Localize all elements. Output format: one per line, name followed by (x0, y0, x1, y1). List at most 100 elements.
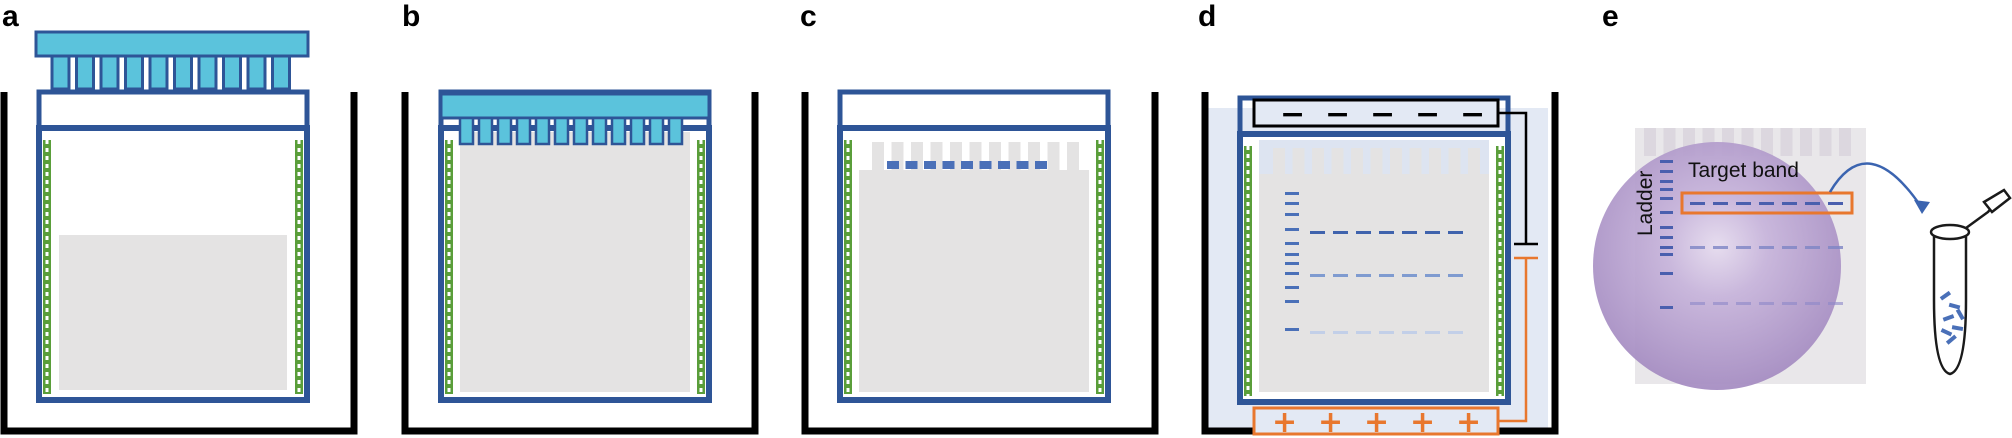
comb-tooth (667, 116, 684, 146)
comb-inserted (439, 92, 711, 146)
comb-tooth (173, 54, 193, 91)
wells (872, 142, 1079, 170)
gel (859, 170, 1089, 392)
excised-gel-piece (1939, 290, 1952, 301)
sample-band (1690, 246, 1705, 249)
comb-tooth (99, 54, 120, 91)
comb (34, 30, 310, 91)
well (1468, 148, 1480, 174)
svg-text:+: + (1364, 405, 1389, 438)
sample-band (1402, 274, 1417, 277)
gel (460, 132, 690, 392)
excised-gel-piece (1940, 328, 1953, 337)
cassette-frame (837, 89, 1111, 128)
sample-band (1333, 274, 1348, 277)
comb-tooth (246, 54, 267, 91)
well (1390, 148, 1402, 174)
ladder-band (1660, 170, 1673, 173)
sample-band (1356, 274, 1371, 277)
svg-text:−: − (1370, 97, 1395, 132)
gel (59, 235, 287, 390)
loaded-samples (887, 161, 1047, 169)
sample-band (961, 161, 973, 169)
sample-band (942, 161, 955, 169)
ladder-band (1660, 236, 1673, 239)
ladder-band (1660, 180, 1673, 183)
comb-tooth (572, 116, 589, 146)
ladder-band (1285, 192, 1299, 195)
svg-text:+: + (1456, 405, 1481, 438)
sample-band (1759, 246, 1774, 249)
comb-tooth (197, 54, 218, 91)
svg-text:+: + (1410, 405, 1435, 438)
sample-band (1828, 246, 1843, 249)
well (1448, 148, 1461, 174)
panel-e: e Ladder Target band (1593, 0, 2012, 390)
panel-d: d − − − − − + + + + + (1198, 0, 1559, 438)
uv-transilluminator (1593, 142, 1841, 390)
comb-tooth (591, 116, 608, 146)
well (1839, 128, 1851, 156)
well (1409, 148, 1422, 174)
anode-electrode: + + + + + (1252, 405, 1500, 438)
gel (1259, 140, 1489, 392)
sample-band (1402, 331, 1417, 334)
target-band (1690, 202, 1705, 205)
comb-tooth (496, 116, 513, 146)
ladder-band (1660, 188, 1673, 191)
well (1429, 148, 1441, 174)
sample-band (1425, 274, 1440, 277)
sample-band (1310, 231, 1325, 234)
ladder-band (1660, 211, 1673, 214)
well (1800, 128, 1812, 156)
sample-band (1736, 246, 1751, 249)
well (1351, 148, 1363, 174)
excised-gel-piece (1955, 308, 1965, 321)
ladder-band (1285, 328, 1299, 331)
cathode-wire (1498, 111, 1528, 244)
ladder-band (1660, 246, 1673, 249)
comb-tooth (629, 116, 646, 146)
cathode-electrode: − − − − − (1252, 97, 1500, 132)
sample-band (1805, 302, 1820, 305)
comb-tooth (148, 54, 169, 91)
sample-band (1310, 331, 1325, 334)
sample-band (1333, 231, 1348, 234)
ladder-band (1285, 253, 1299, 256)
panel-c: c (800, 0, 1159, 435)
comb-tooth (458, 116, 475, 146)
sample-band (1310, 274, 1325, 277)
well (1047, 142, 1060, 170)
ladder-band (1285, 228, 1299, 231)
sample-band (1736, 302, 1751, 305)
ladder-band (1285, 242, 1299, 245)
panel-b-label: b (402, 0, 420, 33)
target-band (1713, 202, 1728, 205)
target-band (1805, 202, 1820, 205)
panel-d-label: d (1198, 0, 1216, 33)
sample-band (1448, 331, 1463, 334)
sample-band (1356, 331, 1371, 334)
target-band (1782, 202, 1797, 205)
sample-band (1713, 302, 1728, 305)
excised-gel-piece (1951, 325, 1964, 332)
sample-band (1333, 331, 1348, 334)
ladder-band (1660, 272, 1673, 275)
well (1761, 128, 1773, 156)
spacer-right (295, 140, 303, 394)
wells (1273, 148, 1480, 174)
cassette-frame (36, 89, 310, 128)
comb-tooth (515, 116, 532, 146)
sample-band (1448, 231, 1463, 234)
sample-band (1379, 331, 1394, 334)
comb-tooth (553, 116, 570, 146)
sample-band (1402, 231, 1417, 234)
panel-c-label: c (800, 0, 817, 33)
ladder-band (1660, 160, 1673, 163)
transfer-arrow (1828, 162, 1924, 209)
ladder-band (1660, 226, 1673, 229)
svg-text:+: + (1318, 405, 1343, 438)
sample-band (1425, 231, 1440, 234)
sample-band (979, 161, 992, 169)
